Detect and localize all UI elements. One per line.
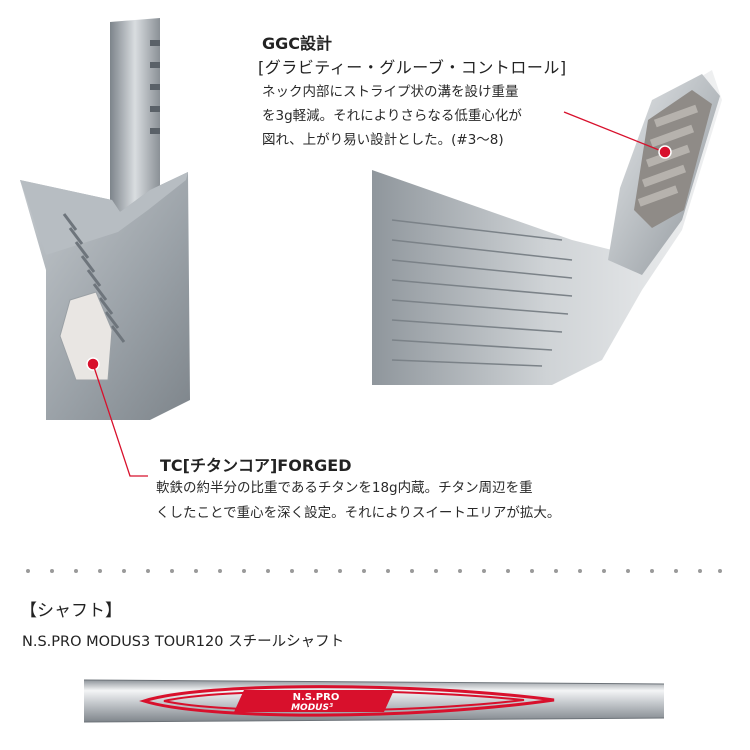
tc-line: 軟鉄の約半分の比重であるチタンを18g内蔵。チタン周辺を重 bbox=[156, 480, 533, 496]
tc-callout-line bbox=[92, 363, 148, 477]
ggc-description: ネック内部にストライプ状の溝を設け重量 を3g軽減。それによりさらなる低重心化が… bbox=[262, 80, 592, 152]
ggc-line: を3g軽減。それによりさらなる低重心化が bbox=[262, 108, 522, 124]
tc-description: 軟鉄の約半分の比重であるチタンを18g内蔵。チタン周辺を重 くしたことで重心を深… bbox=[156, 476, 626, 526]
shaft-logo-top: N.S.PRO bbox=[293, 692, 340, 703]
tc-core-clubhead-image bbox=[0, 0, 200, 430]
dotted-divider bbox=[26, 569, 722, 573]
shaft-heading: 【シャフト】 bbox=[20, 601, 122, 621]
shaft-name: N.S.PRO MODUS3 TOUR120 スチールシャフト bbox=[22, 634, 345, 650]
ggc-title: GGC設計 bbox=[262, 34, 333, 53]
ggc-clubhead-image bbox=[372, 60, 732, 390]
ggc-subtitle: [グラビティー・グルーブ・コントロール] bbox=[258, 58, 567, 77]
ggc-line: ネック内部にストライプ状の溝を設け重量 bbox=[262, 84, 519, 100]
shaft-image: N.S.PRO MODUS³ bbox=[84, 676, 664, 726]
shaft-logo-bottom: MODUS³ bbox=[291, 703, 333, 713]
ggc-callout-dot bbox=[658, 145, 672, 159]
tc-title: TC[チタンコア]FORGED bbox=[160, 456, 352, 475]
ggc-line: 図れ、上がり易い設計とした。(#3〜8) bbox=[262, 132, 504, 148]
tc-line: くしたことで重心を深く設定。それによりスイートエリアが拡大。 bbox=[156, 505, 561, 521]
